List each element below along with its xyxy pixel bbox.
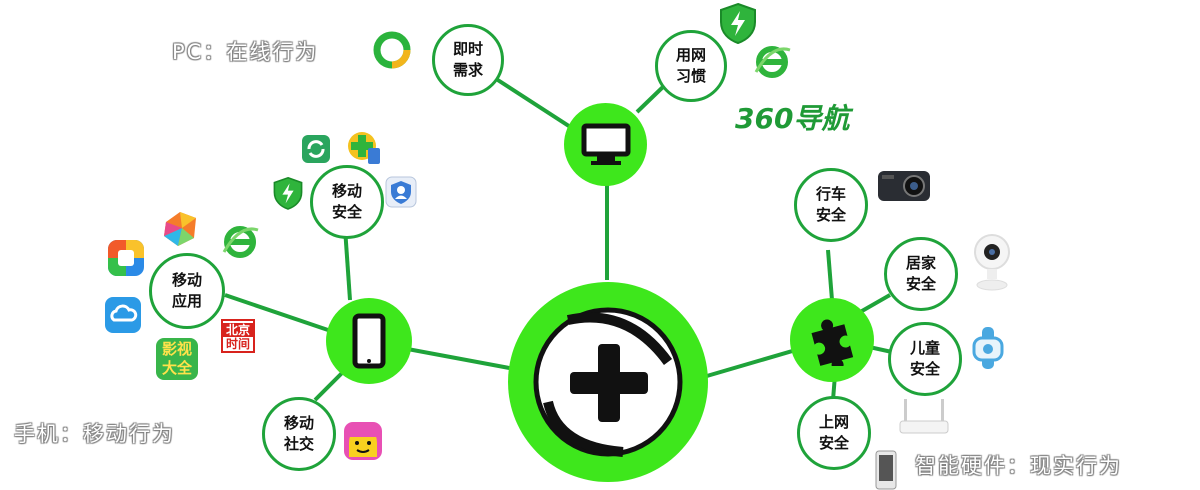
browser-e-icon [754, 46, 791, 78]
kids-watch-icon [972, 327, 1004, 369]
node-child-safety[interactable]: 儿童 安全 [888, 322, 962, 396]
app-store-icon [164, 212, 196, 246]
phone-cleaner-icon [348, 132, 380, 164]
mobile-browser-icon [222, 226, 259, 258]
beijing-time-icon: 北京 时间 [221, 319, 255, 353]
multicolor-app-icon [108, 240, 144, 276]
node-mobile-social[interactable]: 移动 社交 [262, 397, 336, 471]
dashcam-icon [878, 171, 930, 201]
hardware-hub [790, 298, 874, 382]
nav-360-logo: 360导航 [735, 102, 850, 135]
caption-pc: PC：在线行为 [172, 40, 319, 64]
link-mobile-apps [224, 293, 329, 332]
node-online-safety[interactable]: 上网 安全 [797, 396, 871, 470]
security-shield-icon [720, 2, 756, 44]
sync-app-icon [302, 135, 330, 163]
mobile-hub [326, 298, 412, 384]
node-mobile-apps[interactable]: 移动 应用 [149, 253, 225, 329]
puzzle-icon [811, 319, 854, 366]
pc-hub [564, 103, 647, 186]
link-hw-driving [826, 249, 834, 301]
video-collection-icon: 影视 大全 [156, 338, 198, 380]
privacy-guard-icon [385, 176, 417, 208]
smartphone-icon [352, 313, 386, 369]
wifi-router-icon [899, 399, 949, 434]
node-web-habit[interactable]: 用网 习惯 [655, 30, 727, 102]
mobile-shield-icon [273, 176, 303, 210]
social-face-icon [344, 422, 382, 460]
monitor-icon [581, 123, 630, 165]
node-driving-safety[interactable]: 行车 安全 [794, 168, 868, 242]
caption-mobile: 手机：移动行为 [14, 422, 175, 446]
plus-shield-logo-icon [533, 307, 683, 457]
node-instant-demand[interactable]: 即时 需求 [432, 24, 504, 96]
caption-hardware: 智能硬件：现实行为 [915, 454, 1122, 478]
node-home-safety[interactable]: 居家 安全 [884, 237, 958, 311]
link-pc-habit [635, 83, 667, 114]
home-camera-icon [974, 234, 1010, 291]
link-mobile-social [313, 368, 347, 402]
center-hub [508, 282, 708, 482]
link-pc-demand [488, 73, 577, 132]
node-mobile-security[interactable]: 移动 安全 [310, 165, 384, 239]
link-mobile-security [343, 227, 352, 301]
search-app-icon [373, 31, 411, 69]
smartphone-device-icon [875, 450, 897, 490]
cloud-drive-icon [105, 297, 141, 333]
